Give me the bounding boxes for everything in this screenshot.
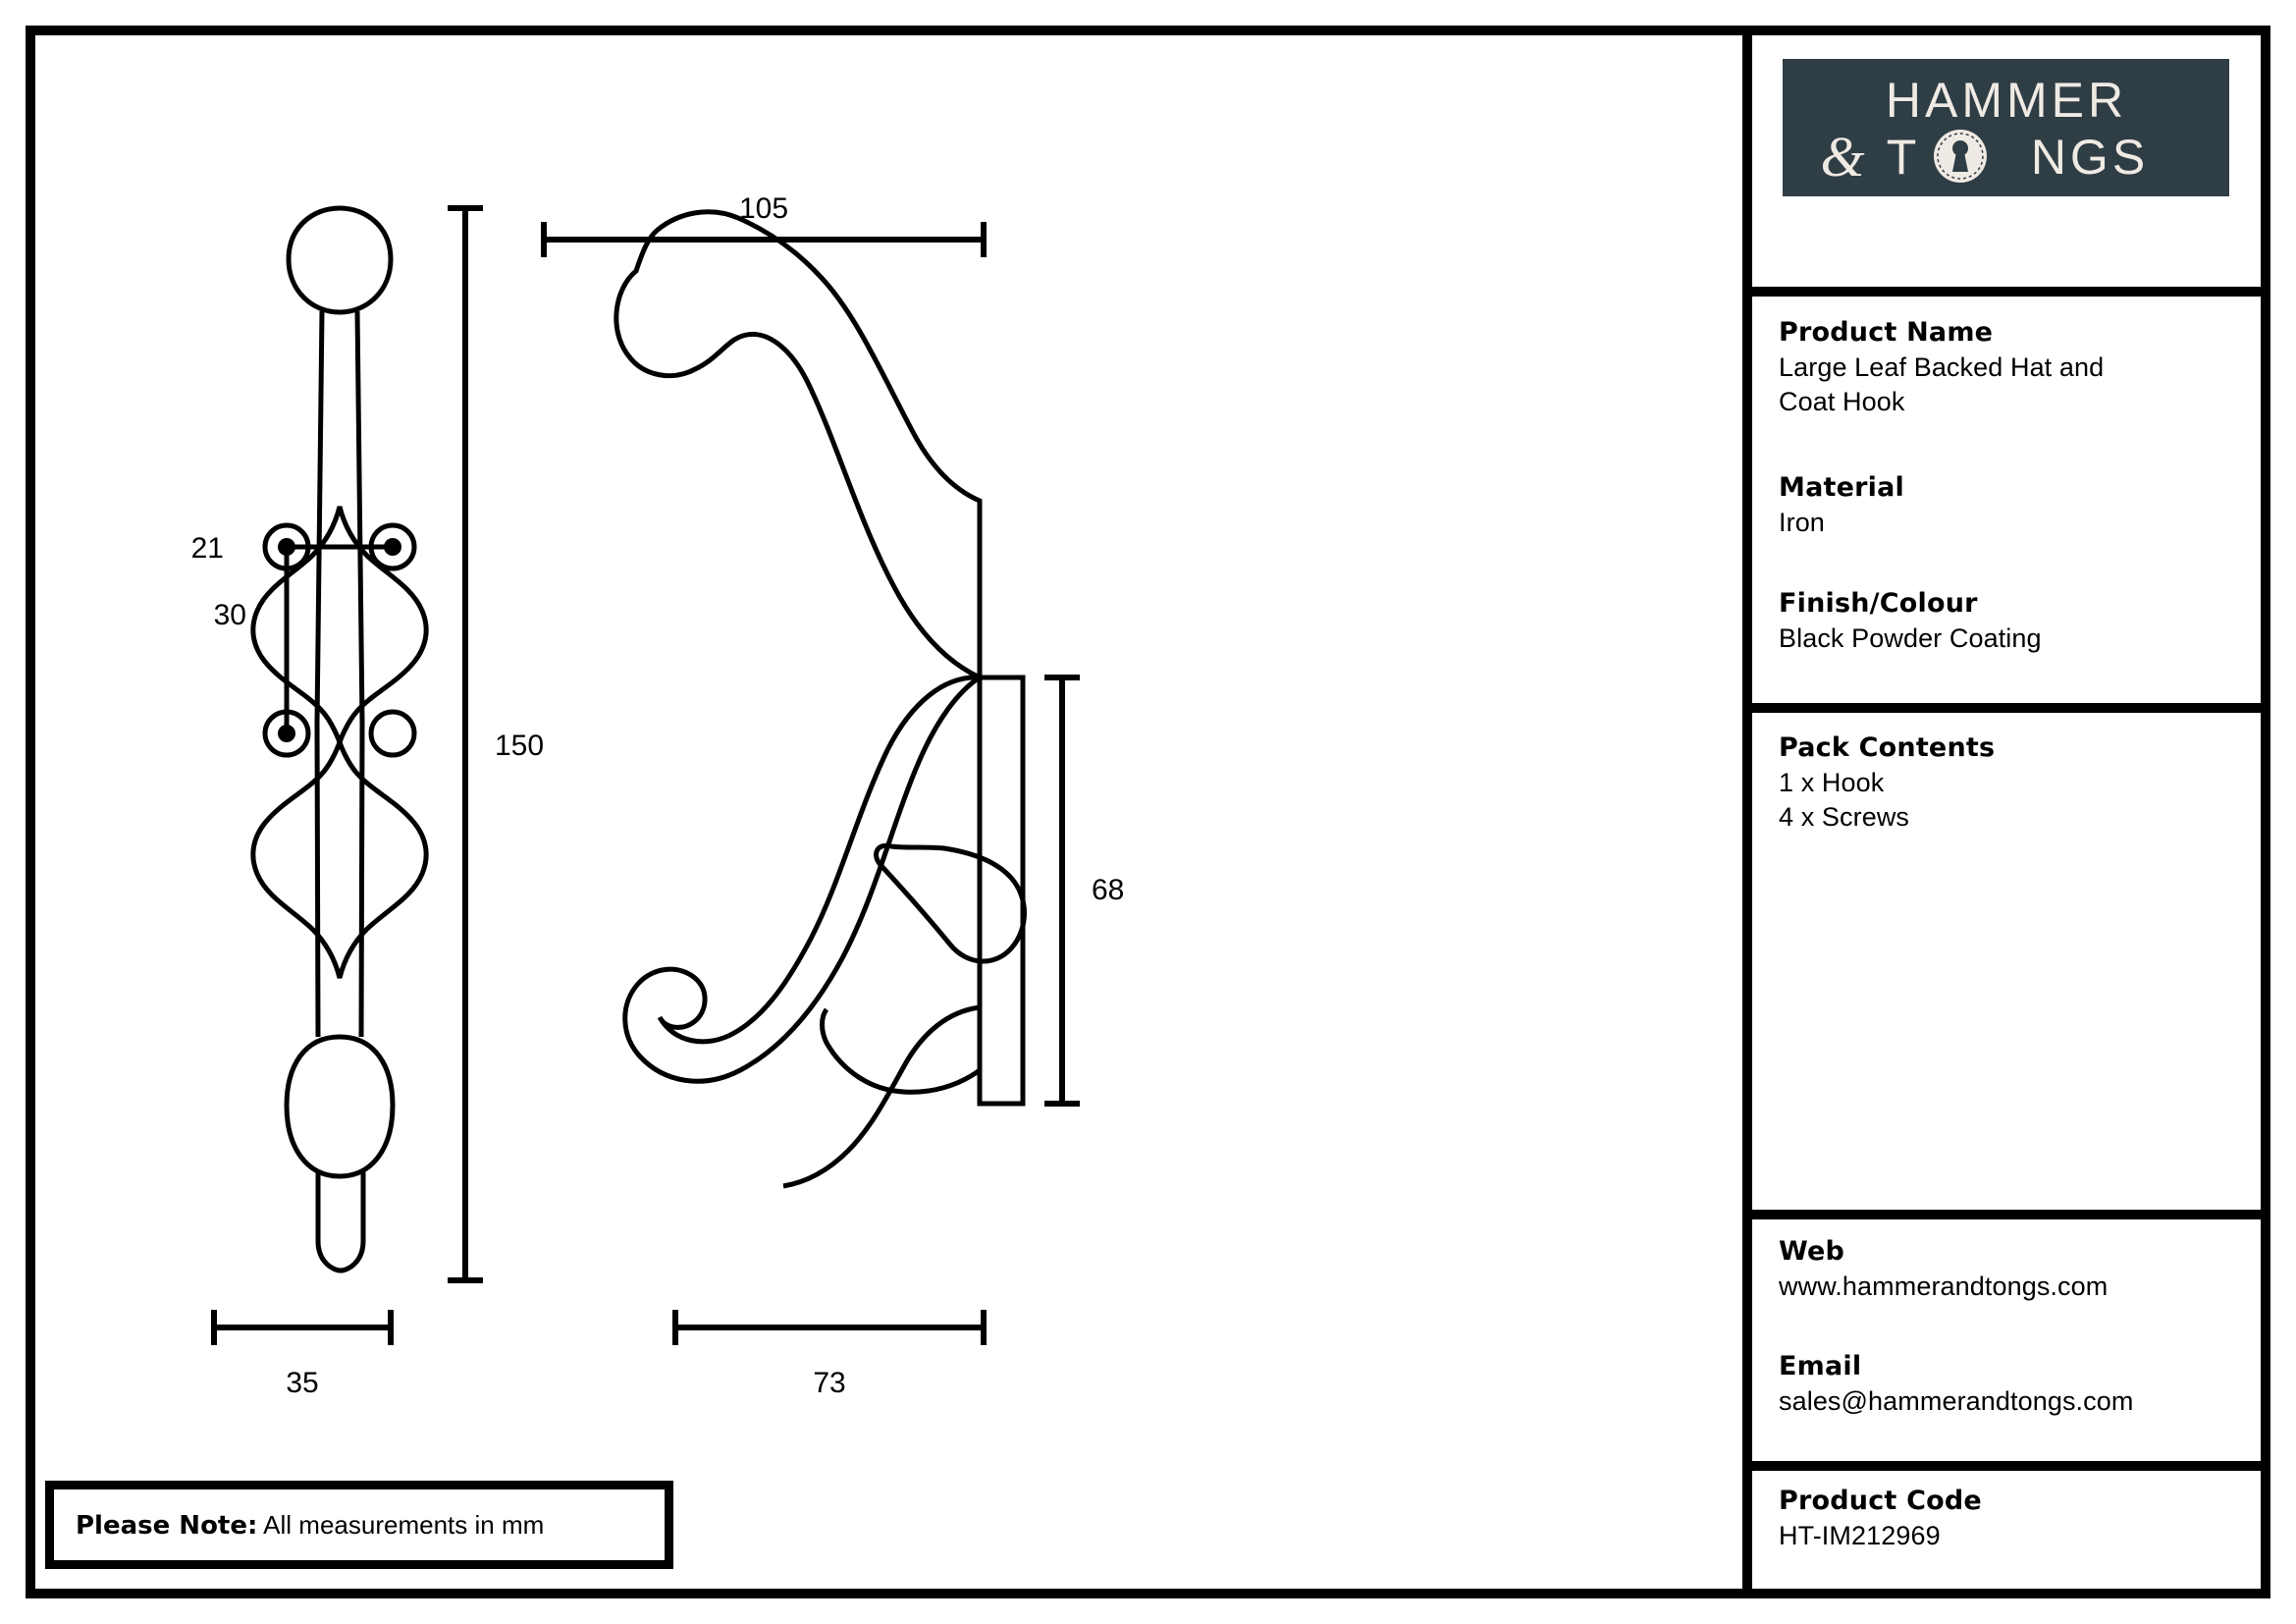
front-top-ball	[286, 205, 394, 315]
material-heading: Material	[1779, 472, 1904, 503]
dimension-30-label: 30	[214, 599, 246, 631]
email-heading: Email	[1779, 1351, 1862, 1381]
front-stem-left	[314, 310, 325, 724]
material-value: Iron	[1779, 507, 1825, 537]
logo-line-2b: NGS	[2030, 130, 2148, 185]
pack-contents-panel: Pack Contents 1 x Hook 4 x Screws	[1779, 731, 2250, 836]
info-column-divider	[1742, 26, 1752, 1598]
front-stem-through-left	[314, 722, 321, 1038]
product-code-panel: Product Code HT-IM212969	[1779, 1485, 2250, 1553]
front-stem-right	[354, 310, 365, 724]
product-code-heading: Product Code	[1779, 1486, 1982, 1516]
dimension-105-group	[541, 222, 987, 257]
measurement-note-label: Please Note:	[76, 1510, 258, 1541]
divider-above-web	[1752, 1210, 2261, 1219]
product-name-value-line1: Large Leaf Backed Hat and	[1779, 352, 2105, 382]
front-backplate-outline-lower	[250, 734, 429, 979]
finish-panel: Finish/Colour Black Powder Coating	[1779, 587, 2250, 656]
dimension-35-group	[211, 1310, 394, 1345]
drawing-area: 21 30 150 35	[35, 35, 1742, 1589]
pack-contents-item: 4 x Screws	[1779, 802, 1910, 833]
side-view-group	[614, 209, 1027, 1189]
product-code-value: HT-IM212969	[1779, 1520, 1941, 1550]
dimension-73-label: 73	[813, 1367, 845, 1399]
dimension-150-label: 150	[495, 730, 544, 762]
pack-contents-item: 1 x Hook	[1779, 767, 1885, 797]
side-backplate	[977, 675, 1026, 1107]
side-upper-arm	[614, 209, 983, 681]
material-panel: Material Iron	[1779, 471, 2250, 540]
logo-line-1: HAMMER	[1885, 73, 2126, 128]
product-drawings-svg: 21 30 150 35	[191, 192, 1125, 1399]
web-heading: Web	[1779, 1236, 1845, 1267]
dimension-35-label: 35	[286, 1367, 318, 1399]
divider-above-product-code	[1752, 1461, 2261, 1471]
email-panel: Email sales@hammerandtongs.com	[1779, 1350, 2250, 1419]
side-lower-hook-tip	[820, 1007, 982, 1095]
logo-svg: HAMMER & T NGS	[1820, 73, 2148, 186]
product-name-value-line2: Coat Hook	[1779, 387, 1905, 417]
measurement-note-text: Please Note: All measurements in mm	[54, 1510, 544, 1541]
screw-hole-bottom-right	[368, 709, 417, 758]
dimension-68-group	[1044, 675, 1080, 1107]
front-bottom-tail	[315, 1172, 366, 1273]
finish-heading: Finish/Colour	[1779, 588, 1978, 619]
product-name-heading: Product Name	[1779, 317, 1994, 348]
divider-below-logo	[1752, 287, 2261, 297]
measurement-note-value: All measurements in mm	[257, 1509, 545, 1540]
logo-ampersand: &	[1820, 125, 1864, 186]
logo-line-2a: T	[1886, 130, 1920, 185]
measurement-note-box: Please Note: All measurements in mm	[45, 1481, 673, 1569]
email-value[interactable]: sales@hammerandtongs.com	[1779, 1385, 2134, 1416]
dimension-150-group	[448, 205, 483, 1283]
front-backplate-outline	[250, 506, 429, 750]
hammer-and-tongs-logo: HAMMER & T NGS	[1783, 59, 2229, 196]
finish-value: Black Powder Coating	[1779, 623, 2042, 653]
dimension-73-group	[672, 1310, 987, 1345]
side-lower-body	[622, 675, 988, 1084]
divider-below-finish	[1752, 703, 2261, 713]
side-lower-flare	[782, 1004, 981, 1189]
keyhole-escutcheon-icon	[1933, 130, 1987, 183]
web-panel: Web www.hammerandtongs.com	[1779, 1235, 2250, 1304]
sheet-border	[26, 26, 2270, 1598]
web-value[interactable]: www.hammerandtongs.com	[1779, 1271, 2109, 1301]
product-name-panel: Product Name Large Leaf Backed Hat and C…	[1779, 316, 2250, 420]
dimension-105-label: 105	[739, 192, 788, 225]
dimension-68-label: 68	[1092, 874, 1124, 906]
pack-contents-heading: Pack Contents	[1779, 732, 1996, 763]
front-bottom-bulb	[284, 1034, 396, 1179]
front-stem-through-right	[358, 722, 365, 1038]
dimension-21-label: 21	[191, 532, 224, 565]
